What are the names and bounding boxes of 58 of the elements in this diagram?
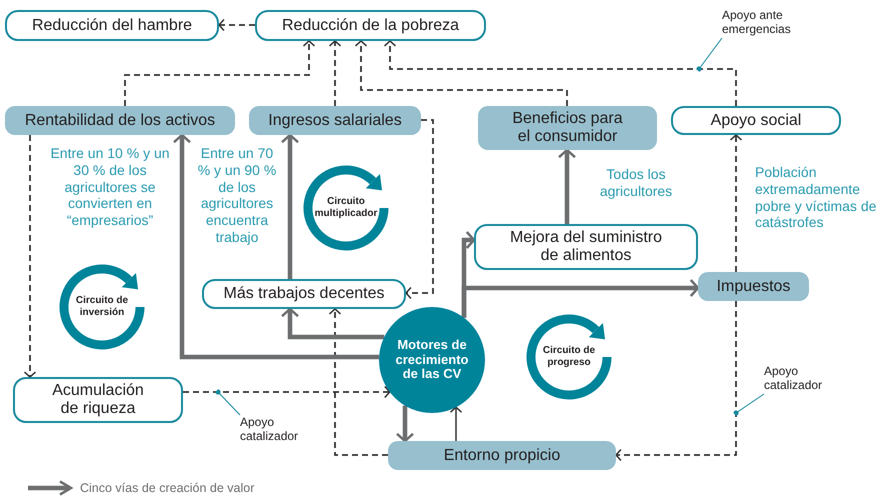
- dashed-arrow: [405, 119, 434, 300]
- node-label: Reducción del hambre: [32, 16, 192, 34]
- filled-box: [249, 106, 421, 135]
- callout-text: Apoyo ante emergencias: [722, 8, 792, 37]
- outlined-box: [474, 224, 698, 270]
- flow-arrow: [462, 278, 700, 318]
- dashed-arrow: [328, 308, 388, 456]
- cycle-label: Circuito multiplicador: [314, 196, 378, 220]
- leader-line: [696, 38, 722, 72]
- node-label: Entorno propicio: [444, 446, 560, 464]
- flow-arrow: [280, 134, 300, 279]
- node-label: Reducción de la pobreza: [282, 16, 459, 34]
- dashed-arrow: [354, 40, 568, 106]
- node-label: Motores de crecimiento de las CV: [394, 338, 470, 382]
- node-label: Ingresos salariales: [268, 112, 402, 130]
- filled-box: [388, 441, 616, 470]
- leader-line: [215, 389, 240, 416]
- cycle-label: Circuito de inversión: [74, 294, 130, 320]
- node-label: Más trabajos decentes: [224, 285, 384, 303]
- legend-label: Cinco vías de creación de valor: [80, 480, 254, 494]
- annotation-text: Todos los agricultores: [598, 166, 674, 200]
- arrow: [450, 406, 462, 441]
- annotation-text: Entre un 70 % y un 90 % de los agricultores encuentra trabajo: [196, 145, 278, 246]
- outlined-box: [255, 10, 486, 41]
- flow-arrow: [172, 134, 380, 360]
- dashed-arrow: [24, 135, 36, 378]
- node-label: Acumulación de riqueza: [51, 382, 145, 418]
- flow-arrow: [558, 148, 576, 224]
- callout-text: Apoyo catalizador: [764, 364, 824, 393]
- filled-box: [478, 106, 657, 150]
- cycle-label: Circuito de progreso: [542, 344, 596, 370]
- dashed-arrow: [218, 18, 255, 32]
- outlined-box: [202, 279, 406, 309]
- annotation-text: Población extremadamente pobre y víctimas de catástrofes: [755, 164, 878, 232]
- node-label: Impuestos: [716, 278, 790, 296]
- outlined-box: [671, 106, 841, 135]
- cycle-ring: [57, 262, 147, 352]
- dashed-arrow: [615, 301, 737, 462]
- filled-box: [5, 106, 235, 135]
- leader-line: [733, 394, 764, 416]
- callout-text: Apoyo catalizador: [240, 415, 300, 444]
- outlined-box: [13, 377, 183, 423]
- flow-arrow: [396, 406, 414, 442]
- flow-arrow: [280, 308, 384, 340]
- cycle-ring: [524, 312, 614, 402]
- dashed-arrow: [730, 134, 742, 272]
- dashed-arrow: [384, 40, 737, 106]
- dashed-arrow: [183, 386, 390, 398]
- outlined-box: [5, 10, 219, 41]
- filled-box: [698, 272, 809, 301]
- cycle-ring: [301, 163, 391, 253]
- dashed-arrow: [328, 40, 342, 106]
- node-label: Rentabilidad de los activos: [24, 112, 216, 130]
- annotation-text: Entre un 10 % y un 30 % de los agricultores se convierten en “empresarios”: [49, 145, 171, 229]
- node-label: Apoyo social: [710, 112, 802, 130]
- node-label: Mejora del suministro de alimentos: [508, 229, 664, 265]
- node-label: Beneficios para el consumidor: [511, 110, 624, 146]
- dashed-arrow: [124, 40, 316, 106]
